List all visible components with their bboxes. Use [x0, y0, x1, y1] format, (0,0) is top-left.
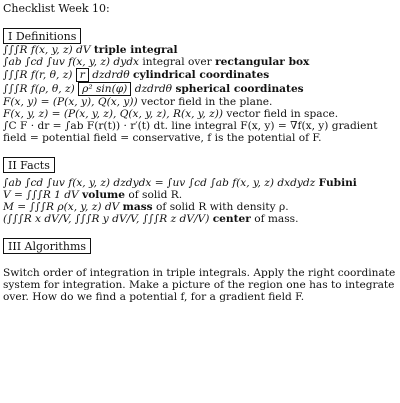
def-line-2-bold: rectangular box	[215, 56, 310, 68]
def-line-3-math: ∫∫∫R f(r, θ, z)	[3, 69, 73, 81]
fact-line-2-bold: volume	[82, 189, 125, 201]
fact-line-3-text: of solid R with density ρ.	[156, 201, 289, 213]
algorithms-text: Switch order of integration in triple in…	[3, 267, 396, 303]
def-line-4-bold: spherical coordinates	[175, 83, 304, 95]
def-line-1-math: ∫∫∫R f(x, y, z) dV	[3, 44, 91, 56]
fact-line-1-bold: Fubini	[318, 177, 357, 189]
def-line-1-bold: triple integral	[93, 44, 178, 56]
def-line-6-text: vector field in space.	[226, 108, 339, 120]
def-line-4: ∫∫∫R f(ρ, θ, z) ρ² sin(φ) dzdrdθ spheric…	[3, 82, 397, 96]
fact-line-4-bold: center	[212, 213, 251, 225]
fact-line-2: V = ∫∫∫R 1 dV volume of solid R.	[3, 189, 397, 201]
def-line-3-bold: cylindrical coordinates	[133, 69, 270, 81]
def-line-6-math: F(x, y, z) = (P(x, y, z), Q(x, y, z), R(…	[3, 108, 223, 120]
def-line-5-text: vector field in the plane.	[141, 96, 273, 108]
fact-line-3-math: M = ∫∫∫R ρ(x, y, z) dV	[3, 201, 120, 213]
def-line-3-boxed: r	[75, 68, 89, 82]
def-line-2: ∫ab ∫cd ∫uv f(x, y, z) dydx integral ove…	[3, 56, 397, 68]
def-line-4-math2: dzdrdθ	[134, 83, 173, 95]
definitions-section: I Definitions ∫∫∫R f(x, y, z) dV triple …	[3, 28, 397, 144]
def-line-3-math2: dzdrdθ	[92, 69, 130, 81]
facts-heading: II Facts	[3, 157, 55, 173]
checklist-page: Checklist Week 10: I Definitions ∫∫∫R f(…	[0, 3, 400, 403]
fact-line-3: M = ∫∫∫R ρ(x, y, z) dV mass of solid R w…	[3, 201, 397, 213]
fact-line-2-text: of solid R.	[128, 189, 183, 201]
fact-line-1: ∫ab ∫cd ∫uv f(x, y, z) dzdydx = ∫uv ∫cd …	[3, 177, 397, 189]
def-line-4-math: ∫∫∫R f(ρ, θ, z)	[3, 83, 75, 95]
def-line-4-boxed: ρ² sin(φ)	[78, 82, 132, 96]
definitions-heading: I Definitions	[3, 28, 82, 44]
def-line-6: F(x, y, z) = (P(x, y, z), Q(x, y, z), R(…	[3, 108, 397, 120]
def-line-7: ∫C F · dr = ∫ab F(r(t)) · r′(t) dt. line…	[3, 120, 378, 144]
fact-line-4-text: of mass.	[254, 213, 299, 225]
facts-section: II Facts ∫ab ∫cd ∫uv f(x, y, z) dzdydx =…	[3, 157, 397, 225]
def-line-5-math: F(x, y) = (P(x, y), Q(x, y))	[3, 96, 138, 108]
fact-line-3-bold: mass	[122, 201, 153, 213]
def-line-2-text: integral over	[142, 56, 212, 68]
algorithms-heading: III Algorithms	[3, 238, 92, 254]
page-title: Checklist Week 10:	[3, 2, 110, 15]
def-line-3: ∫∫∫R f(r, θ, z) r dzdrdθ cylindrical coo…	[3, 68, 397, 82]
algorithms-section: III Algorithms Switch order of integrati…	[3, 238, 397, 303]
def-line-2-math: ∫ab ∫cd ∫uv f(x, y, z) dydx	[3, 56, 139, 68]
fact-line-4-math: (∫∫∫R x dV/V, ∫∫∫R y dV/V, ∫∫∫R z dV/V)	[3, 213, 210, 225]
fact-line-2-math: V = ∫∫∫R 1 dV	[3, 189, 79, 201]
fact-line-1-math: ∫ab ∫cd ∫uv f(x, y, z) dzdydx = ∫uv ∫cd …	[3, 177, 316, 189]
def-line-5: F(x, y) = (P(x, y), Q(x, y)) vector fiel…	[3, 96, 397, 108]
def-line-1: ∫∫∫R f(x, y, z) dV triple integral	[3, 44, 397, 56]
fact-line-4: (∫∫∫R x dV/V, ∫∫∫R y dV/V, ∫∫∫R z dV/V) …	[3, 213, 397, 225]
